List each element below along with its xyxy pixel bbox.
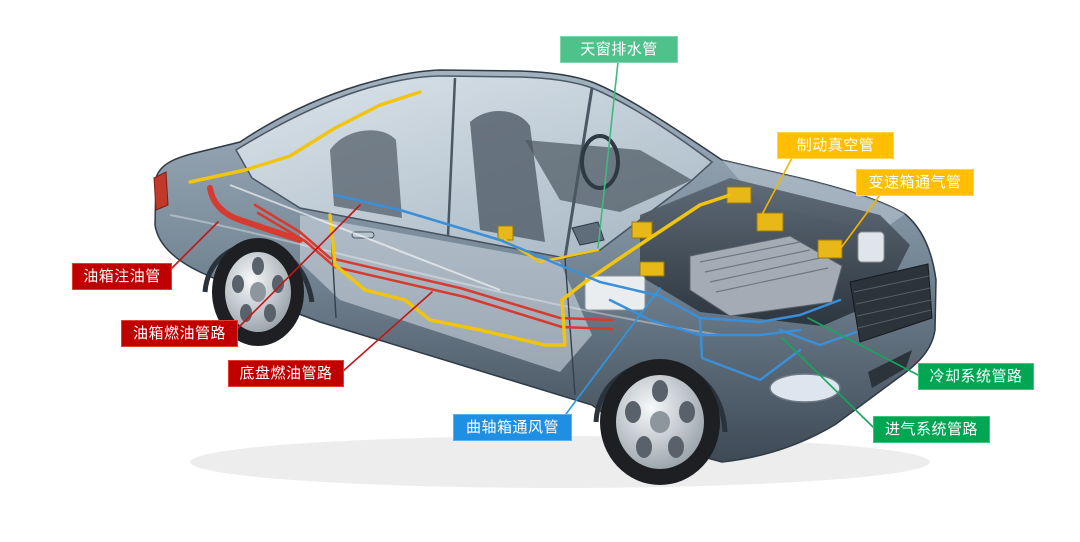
vacuum-valve-component: [756, 212, 784, 232]
rim-hole: [232, 275, 244, 293]
door-handle: [351, 231, 375, 239]
leader-transmission-vent: [837, 194, 881, 253]
rear-wheel: [202, 238, 315, 346]
leader-tank-fuel-line: [235, 204, 361, 331]
leader-intake-system: [781, 337, 875, 429]
ground-shadow: [190, 436, 930, 488]
rear-hub: [250, 282, 266, 302]
translucent-line: [229, 184, 501, 291]
label-chassis-fuel-line: 底盘燃油管路: [228, 360, 344, 387]
label-cooling-system-line: 冷却系统管路: [918, 363, 1034, 390]
vent-pipes: [333, 193, 882, 382]
fuel-filler-pipe: [207, 185, 303, 243]
underbody-vapor-pipe: [328, 193, 732, 347]
transmission-vent-component: [817, 239, 843, 259]
side-character-line: [169, 214, 721, 336]
rim-hole: [668, 436, 684, 458]
rim-hole: [625, 401, 641, 423]
interior: [330, 110, 692, 243]
label-crankcase-vent-pipe: 曲轴箱通风管: [453, 414, 572, 441]
rim-hole: [252, 257, 264, 275]
rim-hole: [264, 304, 276, 322]
tail-light: [153, 171, 169, 211]
front-fascia: [769, 263, 933, 403]
steering-wheel: [580, 134, 620, 190]
engine-cylinder-ridges: [699, 241, 829, 293]
rear-seat: [330, 130, 402, 218]
leader-brake-vacuum: [757, 157, 793, 223]
window-glass: [234, 75, 714, 259]
fuse-box-component: [631, 221, 653, 239]
rear-drain-pipe: [188, 90, 422, 184]
rim-hole: [679, 401, 695, 423]
leader-crankcase-vent: [565, 287, 661, 415]
front-rim-spokes: [625, 380, 695, 458]
cabin-component: [497, 225, 514, 241]
label-tank-fuel-line: 油箱燃油管路: [121, 320, 238, 347]
leader-fuel-filler: [169, 221, 219, 271]
battery: [584, 275, 646, 311]
fuel-line-lower: [256, 211, 614, 331]
intake-pipe: [698, 316, 802, 382]
label-sunroof-drain-pipe: 天窗排水管: [560, 36, 678, 63]
brake-line: [333, 193, 842, 324]
fuel-line-upper: [253, 203, 614, 322]
radiator-grille: [849, 263, 933, 343]
lower-air-intake: [868, 350, 912, 388]
grille-slats: [853, 275, 932, 329]
leader-chassis-fuel-line: [341, 291, 433, 373]
label-brake-vacuum-pipe: 制动真空管: [777, 132, 894, 159]
greenhouse: [234, 75, 714, 259]
label-intake-system-line: 进气系统管路: [873, 416, 990, 443]
rim-hole: [272, 275, 284, 293]
leader-sunroof-drain: [597, 61, 619, 249]
rim-hole: [636, 436, 652, 458]
front-hub: [650, 411, 670, 433]
label-transmission-vent-pipe: 变速箱通气管: [856, 169, 974, 196]
headlight: [769, 373, 841, 403]
engine-bay: [584, 178, 910, 326]
b-pillar: [446, 77, 457, 237]
label-fuel-filler-pipe: 油箱注油管: [72, 263, 172, 290]
coolant-reservoir: [857, 231, 885, 263]
fuel-pipes: [207, 185, 614, 331]
front-wheel: [593, 359, 728, 485]
leader-lines: [169, 61, 921, 429]
relay-component: [639, 261, 665, 277]
rim-hole: [652, 380, 668, 402]
dashboard: [525, 140, 692, 212]
rear-rim-spokes: [232, 257, 284, 322]
side-mirror: [571, 221, 605, 246]
front-seat: [470, 110, 545, 243]
leader-cooling-system: [807, 317, 921, 377]
